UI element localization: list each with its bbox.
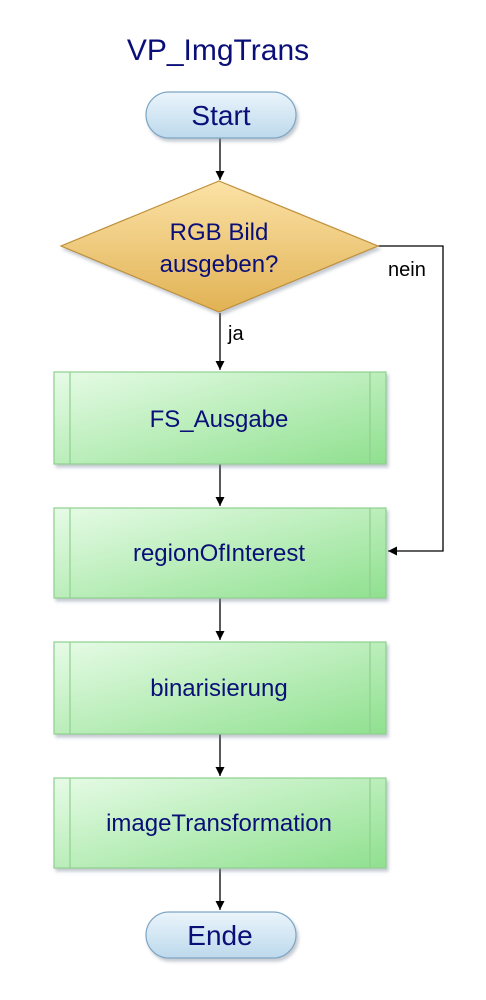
end-label: Ende bbox=[187, 920, 252, 951]
diagram-title: VP_ImgTrans bbox=[127, 34, 309, 67]
edge-label-no: nein bbox=[388, 259, 426, 281]
edges bbox=[215, 138, 444, 910]
process-step-region-of-interest: regionOfInterest bbox=[53, 507, 387, 599]
edge-label-yes: ja bbox=[227, 323, 244, 345]
start-label: Start bbox=[191, 100, 250, 131]
decision-label-line2: ausgeben? bbox=[160, 251, 279, 278]
process-step-label: imageTransformation bbox=[106, 810, 332, 837]
process-step-image-transformation: imageTransformation bbox=[53, 777, 387, 869]
decision-node: RGB Bild ausgeben? bbox=[59, 180, 380, 313]
process-step-fs-ausgabe: FS_Ausgabe bbox=[53, 371, 387, 465]
process-step-label: regionOfInterest bbox=[133, 540, 305, 567]
start-node: Start bbox=[145, 91, 297, 139]
process-step-label: FS_Ausgabe bbox=[150, 406, 289, 433]
process-step-label: binarisierung bbox=[150, 675, 287, 702]
end-node: Ende bbox=[145, 911, 297, 959]
edge-decision-no bbox=[378, 245, 444, 556]
process-step-binarisierung: binarisierung bbox=[53, 641, 387, 735]
decision-label-line1: RGB Bild bbox=[170, 219, 269, 246]
